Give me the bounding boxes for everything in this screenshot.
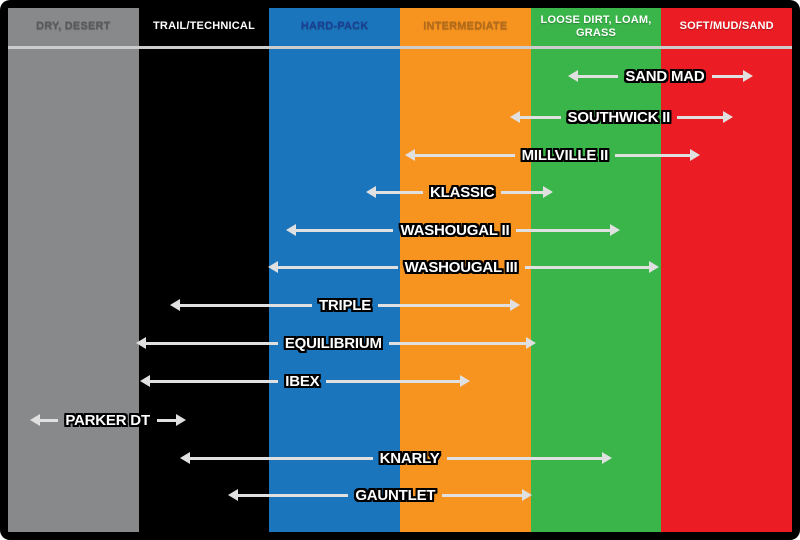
tire-row: TRIPLE xyxy=(170,294,520,316)
terrain-column-header: HARD-PACK xyxy=(269,8,400,46)
tire-label: KNARLY xyxy=(379,449,440,467)
tire-label: TRIPLE xyxy=(318,296,372,314)
arrow-line-left xyxy=(577,74,619,78)
tire-label: EQUILIBRIUM xyxy=(284,334,382,352)
terrain-column-label: LOOSE DIRT, LOAM, GRASS xyxy=(540,13,652,39)
arrow-line-left xyxy=(414,153,515,157)
terrain-column-label: SOFT/MUD/SAND xyxy=(679,20,774,33)
terrain-column-hard-pack: HARD-PACK xyxy=(269,8,401,532)
tire-label: IBEX xyxy=(285,372,320,390)
tire-row: MILLVILLE II xyxy=(405,144,700,166)
terrain-column-loose-dirt-loam-grass: LOOSE DIRT, LOAM, GRASS xyxy=(530,8,662,532)
tire-rows: SAND MAD SOUTHWICK II MILLVILLE II KLASS… xyxy=(8,8,792,532)
chart-content: DRY, DESERT TRAIL/TECHNICAL HARD-PACK IN… xyxy=(8,8,793,532)
tire-label: MILLVILLE II xyxy=(521,146,609,164)
arrow-line-right xyxy=(388,341,527,345)
arrow-line-right xyxy=(516,228,611,232)
tire-label: WASHOUGAL II xyxy=(400,221,510,239)
arrow-line-right xyxy=(677,115,724,119)
terrain-column-soft-mud-sand: SOFT/MUD/SAND xyxy=(661,8,793,532)
terrain-column-label: TRAIL/TECHNICAL xyxy=(153,20,255,33)
arrow-line-left xyxy=(149,379,279,383)
arrow-line-left xyxy=(519,115,561,119)
arrow-line-right xyxy=(156,418,177,422)
terrain-column-header: TRAIL/TECHNICAL xyxy=(139,8,270,46)
tire-row: GAUNTLET xyxy=(228,484,532,506)
tire-label: SOUTHWICK II xyxy=(567,108,671,126)
arrow-line-right xyxy=(326,379,461,383)
terrain-column-intermediate: INTERMEDIATE xyxy=(400,8,531,532)
terrain-column-label: DRY, DESERT xyxy=(36,20,111,33)
terrain-column-label: HARD-PACK xyxy=(300,20,369,33)
tire-row: PARKER DT xyxy=(30,409,186,431)
arrow-line-right xyxy=(711,74,744,78)
arrow-line-left xyxy=(295,228,394,232)
arrow-line-right xyxy=(446,456,603,460)
arrow-line-right xyxy=(615,153,691,157)
tire-label: KLASSIC xyxy=(429,183,495,201)
tire-label: GAUNTLET xyxy=(355,486,436,504)
terrain-column-trail-technical: TRAIL/TECHNICAL xyxy=(138,8,270,532)
terrain-column-header: INTERMEDIATE xyxy=(400,8,531,46)
arrow-line-right xyxy=(501,190,544,194)
arrow-line-left xyxy=(39,418,59,422)
tire-row: KLASSIC xyxy=(366,181,553,203)
tire-label: WASHOUGAL III xyxy=(404,258,518,276)
tire-label: PARKER DT xyxy=(65,411,150,429)
tire-row: WASHOUGAL III xyxy=(268,256,659,278)
arrow-line-left xyxy=(179,303,312,307)
arrow-line-right xyxy=(442,493,523,497)
arrow-line-left xyxy=(189,456,373,460)
terrain-column-header: LOOSE DIRT, LOAM, GRASS xyxy=(531,8,662,46)
arrow-line-right xyxy=(524,265,650,269)
tire-row: KNARLY xyxy=(180,447,612,469)
header-divider xyxy=(8,46,792,49)
tire-row: WASHOUGAL II xyxy=(286,219,620,241)
terrain-column-label: INTERMEDIATE xyxy=(423,20,508,33)
arrow-line-left xyxy=(375,190,423,194)
arrow-line-right xyxy=(378,303,512,307)
terrain-column-header: SOFT/MUD/SAND xyxy=(661,8,792,46)
tire-row: EQUILIBRIUM xyxy=(136,332,536,354)
terrain-column-dry-desert: DRY, DESERT xyxy=(8,8,139,532)
tire-label: SAND MAD xyxy=(625,67,705,85)
tire-row: SAND MAD xyxy=(568,65,753,87)
arrow-line-left xyxy=(277,265,398,269)
arrow-line-left xyxy=(145,341,278,345)
tire-row: IBEX xyxy=(140,370,470,392)
terrain-column-header: DRY, DESERT xyxy=(8,8,139,46)
arrow-line-left xyxy=(237,493,349,497)
tire-row: SOUTHWICK II xyxy=(510,106,733,128)
